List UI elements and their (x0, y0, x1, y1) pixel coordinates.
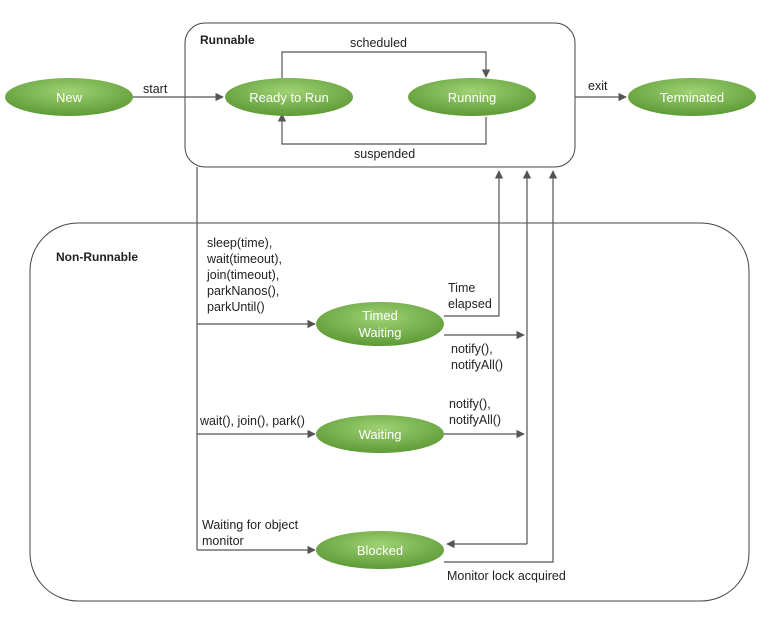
state-terminated: Terminated (659, 89, 725, 105)
notify-waiting-label: notify(), notifyAll() (449, 397, 502, 427)
state-running: Running (447, 89, 497, 105)
state-terminated-shape (628, 78, 756, 116)
non-runnable-group-label: Non-Runnable (56, 250, 138, 264)
exit-label: exit (588, 79, 608, 93)
notify-timed-label: notify(), notifyAll() (451, 342, 504, 372)
time-elapsed-label: Time elapsed (448, 281, 492, 311)
state-timed-waiting-shape (316, 302, 444, 346)
monitor-lock-arrow (444, 170, 558, 563)
waiting-for-monitor-label: Waiting for object monitor (202, 518, 299, 548)
state-blocked: Blocked (356, 542, 404, 558)
state-new-shape (5, 78, 133, 116)
state-timed-waiting: Timed Waiting (358, 308, 402, 340)
scheduled-label: scheduled (350, 36, 407, 50)
wait-calls-label: wait(), join(), park() (200, 414, 305, 428)
state-new: New (55, 89, 82, 105)
runnable-group-box (184, 22, 576, 168)
state-running-shape (408, 78, 536, 116)
state-ready-to-run: Ready to Run (249, 89, 329, 105)
start-label: start (143, 82, 168, 96)
suspended-arrow (277, 113, 487, 145)
suspended-label: suspended (354, 147, 416, 161)
timed-wait-calls-label: sleep(time), wait(timeout), join(timeout… (207, 236, 283, 314)
state-waiting-shape (316, 415, 444, 453)
scheduled-arrow (281, 51, 491, 80)
state-waiting: Waiting (358, 426, 402, 442)
runnable-group-label: Runnable (200, 33, 255, 47)
time-elapsed-arrow (444, 170, 504, 317)
non-runnable-group-box (29, 222, 750, 602)
state-ready-shape (225, 78, 353, 116)
state-blocked-shape (316, 531, 444, 569)
monitor-lock-acquired-label: Monitor lock acquired (447, 569, 566, 583)
